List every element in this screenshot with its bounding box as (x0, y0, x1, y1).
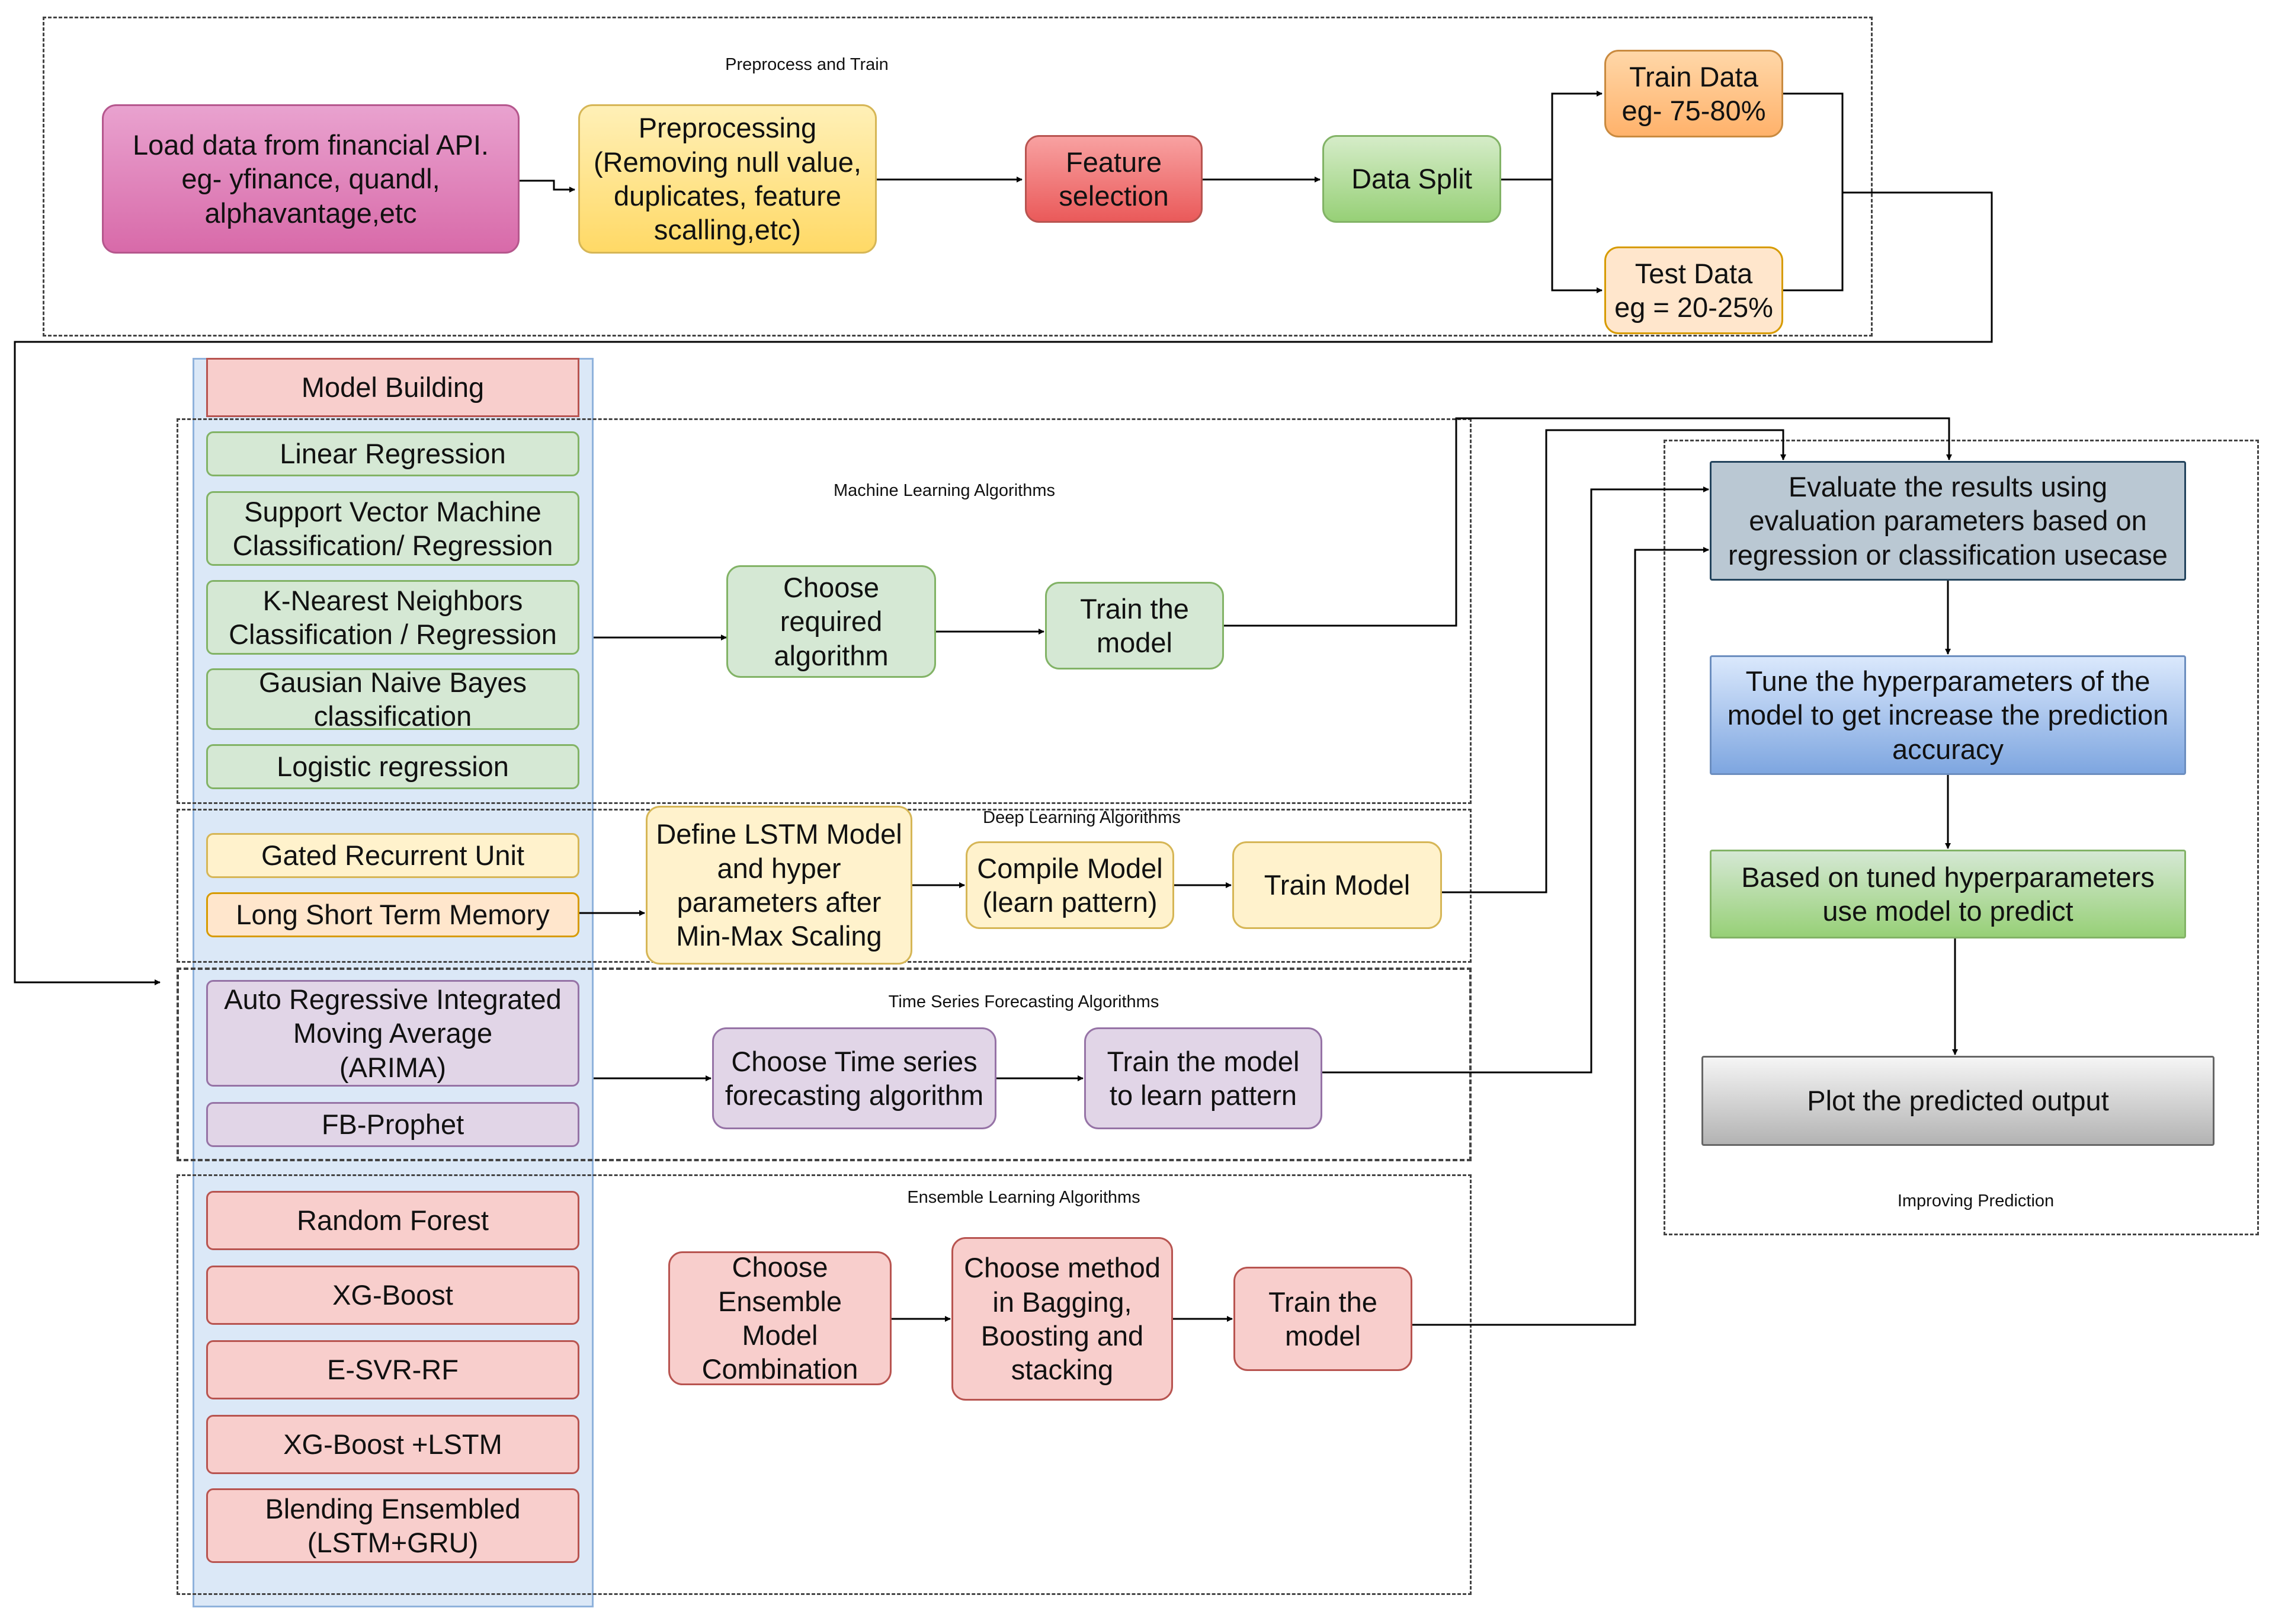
group-improve-frame (1664, 440, 2259, 1235)
edge-traindl-eval (1442, 429, 1786, 893)
group-label-preprocess: Preprocess and Train (725, 55, 889, 74)
node-model-building: Model Building (206, 358, 579, 417)
group-label-dl: Deep Learning Algorithms (983, 808, 1181, 827)
edge-load-preproc (520, 180, 575, 193)
node-xgboost-lstm: XG-Boost +LSTM (206, 1415, 579, 1474)
group-ts-frame (177, 968, 1472, 1161)
edge-join-to-model (14, 191, 1993, 985)
node-random-forest: Random Forest (206, 1191, 579, 1250)
node-train-dl-model: Train Model (1232, 841, 1442, 929)
node-linear-regression: Linear Regression (206, 431, 579, 476)
group-label-ml: Machine Learning Algorithms (834, 481, 1055, 500)
node-data-split: Data Split (1322, 135, 1501, 223)
edge-traints-eval (1322, 486, 1709, 1074)
group-label-ts: Time Series Forecasting Algorithms (888, 992, 1159, 1011)
group-ens-frame (177, 1174, 1472, 1595)
group-label-improve: Improving Prediction (1897, 1191, 2055, 1210)
group-label-ens: Ensemble Learning Algorithms (907, 1188, 1140, 1207)
node-compile-model: Compile Model(learn pattern) (966, 841, 1174, 929)
node-esvr-rf: E-SVR-RF (206, 1340, 579, 1399)
group-ml-frame (177, 418, 1472, 804)
node-xgboost: XG-Boost (206, 1266, 579, 1325)
node-load-data: Load data from financial API.eg- yfinanc… (102, 104, 520, 254)
edge-split-test (1551, 180, 1603, 293)
node-lstm: Long Short Term Memory (206, 892, 579, 937)
node-preprocessing: Preprocessing(Removing null value,duplic… (578, 104, 877, 254)
node-logistic-regression: Logistic regression (206, 744, 579, 789)
node-blending-ensembled: Blending Ensembled(LSTM+GRU) (206, 1488, 579, 1563)
node-plot-output: Plot the predicted output (1701, 1056, 2214, 1146)
edge-split-train (1501, 91, 1603, 181)
group-preprocess-frame (43, 17, 1873, 337)
node-gru: Gated Recurrent Unit (206, 833, 579, 878)
node-fb-prophet: FB-Prophet (206, 1102, 579, 1147)
edge-trainens-eval (1412, 547, 1709, 1326)
edge-train-join (1783, 92, 1844, 292)
edge-trainml-eval (1224, 417, 1952, 627)
